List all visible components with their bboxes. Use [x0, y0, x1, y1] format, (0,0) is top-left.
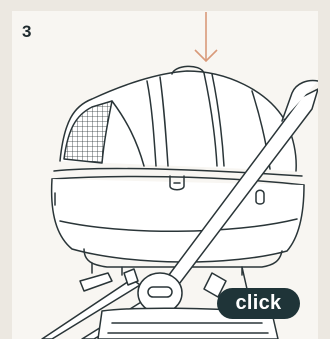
carrycot: [52, 66, 304, 275]
click-badge: click: [217, 288, 300, 319]
down-arrow-icon: [195, 12, 217, 61]
step-number: 3: [22, 22, 31, 42]
